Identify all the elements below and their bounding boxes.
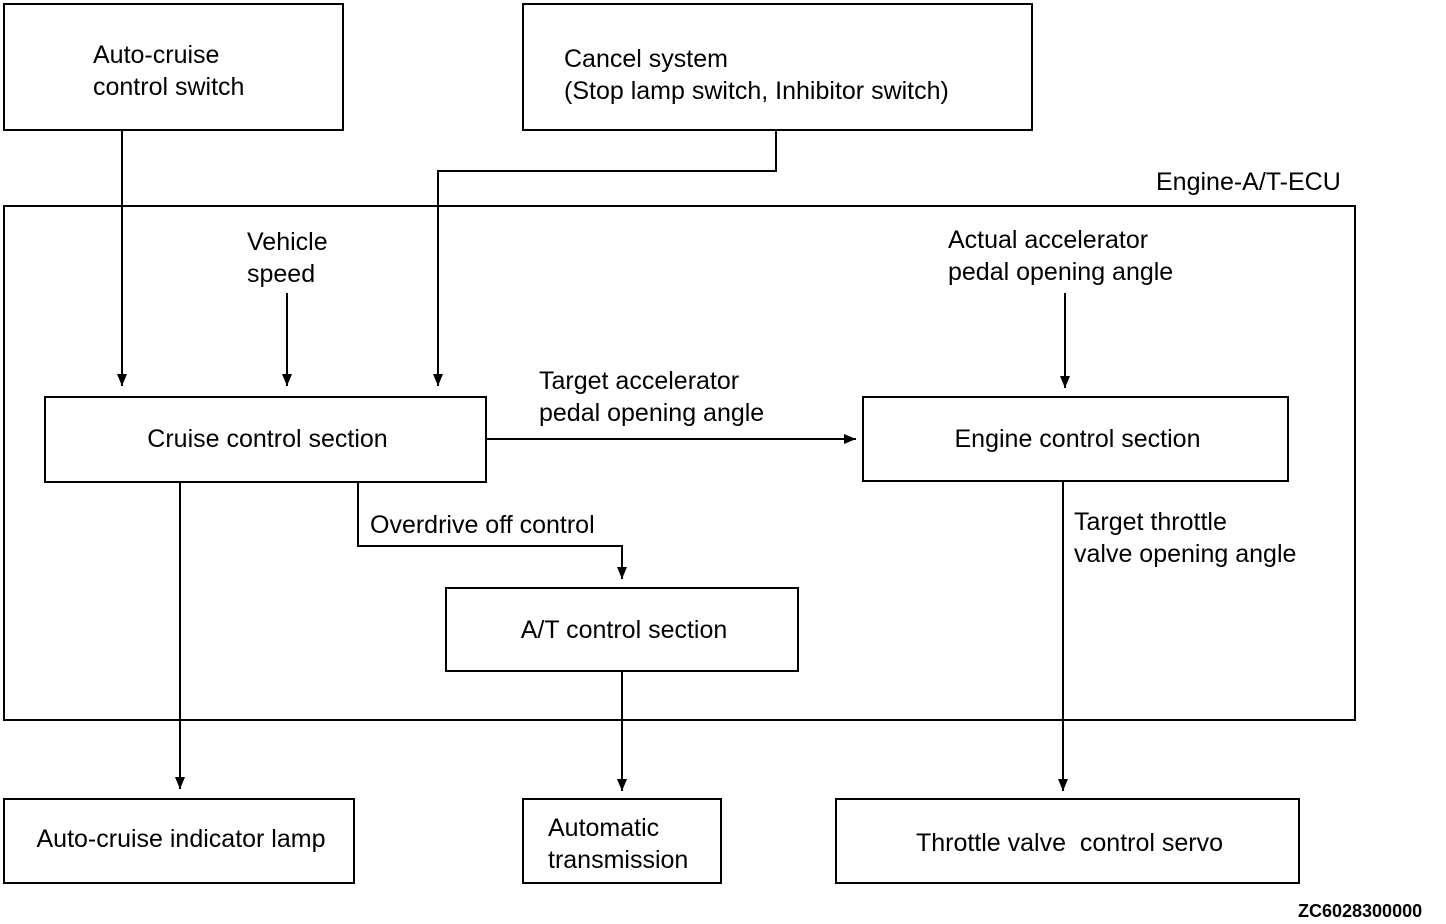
arrow-cancel-to-cruise [433, 131, 777, 386]
automatic-transmission-box: Automatic transmission [522, 798, 722, 884]
engine-control-section-label: Engine control section [954, 425, 1201, 453]
auto-cruise-switch-label: Auto-cruise control switch [93, 41, 245, 101]
figure-code: ZC6028300000 [1298, 901, 1423, 921]
overdrive-off-label: Overdrive off control [370, 511, 595, 539]
cruise-control-section-box: Cruise control section [44, 396, 487, 483]
indicator-lamp-label: Auto-cruise indicator lamp [36, 825, 326, 853]
vehicle-speed-label: Vehicle speed [247, 228, 328, 288]
arrow-cruise-to-at [357, 483, 627, 579]
ecu-label: Engine-A/T-ECU [1156, 168, 1341, 196]
cruise-control-section-label: Cruise control section [147, 425, 388, 453]
ecu-frame [3, 205, 1356, 721]
automatic-transmission-label: Automatic transmission [548, 814, 689, 874]
at-control-section-box: A/T control section [445, 587, 799, 672]
engine-control-section-box: Engine control section [862, 396, 1289, 482]
throttle-servo-label: Throttle valve control servo [915, 829, 1224, 857]
actual-accel-label: Actual accelerator pedal opening angle [948, 226, 1174, 286]
target-accel-label: Target accelerator pedal opening angle [539, 367, 765, 427]
auto-cruise-switch-box: Auto-cruise control switch [3, 3, 344, 131]
throttle-servo-box: Throttle valve control servo [835, 798, 1300, 884]
cancel-system-box: Cancel system (Stop lamp switch, Inhibit… [522, 3, 1033, 131]
target-throttle-label: Target throttle valve opening angle [1074, 508, 1297, 568]
cancel-system-label: Cancel system (Stop lamp switch, Inhibit… [564, 45, 949, 105]
at-control-section-label: A/T control section [520, 616, 728, 644]
indicator-lamp-box: Auto-cruise indicator lamp [3, 798, 355, 884]
